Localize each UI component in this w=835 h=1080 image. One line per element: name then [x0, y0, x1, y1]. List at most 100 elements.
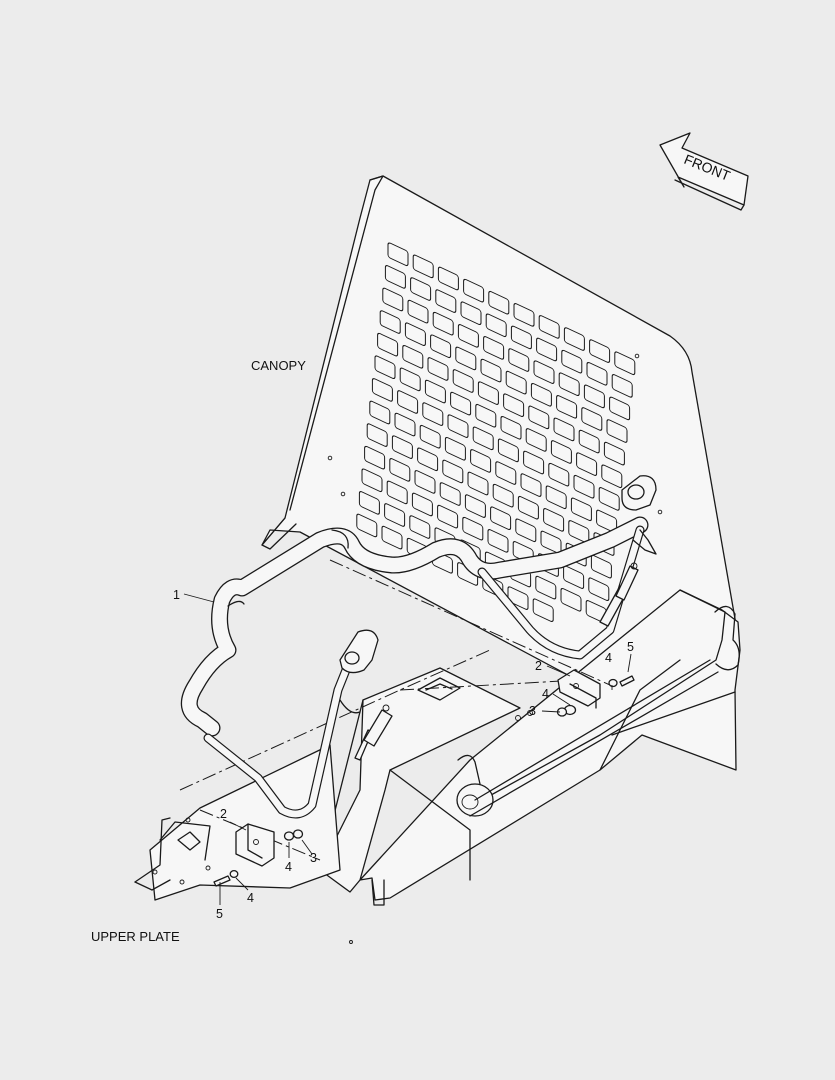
mesh-opening	[414, 470, 436, 494]
mesh-opening	[411, 492, 433, 517]
centerlines	[179, 559, 611, 861]
fasteners-left	[213, 823, 304, 887]
mesh-opening	[553, 417, 575, 442]
mesh-opening	[588, 577, 610, 602]
mesh-opening	[472, 426, 494, 451]
mesh-opening	[596, 509, 618, 534]
mesh-opening	[384, 265, 406, 289]
mesh-opening	[558, 372, 580, 397]
mesh-opening	[611, 374, 633, 398]
grab-bar	[180, 475, 657, 819]
mesh-opening	[523, 450, 545, 475]
mesh-opening	[556, 395, 578, 419]
mesh-opening	[387, 242, 409, 267]
mesh-opening	[589, 339, 611, 363]
mesh-opening	[444, 436, 466, 461]
callout-4-left-b: 4	[247, 891, 254, 905]
callout-4-left-a: 4	[285, 860, 292, 874]
mesh-opening	[497, 438, 519, 463]
canopy-label: CANOPY	[251, 358, 306, 373]
mesh-opening	[528, 405, 550, 430]
mesh-opening	[437, 504, 459, 529]
mesh-opening	[609, 396, 631, 421]
mesh-opening	[427, 357, 449, 381]
mesh-opening	[560, 587, 582, 612]
mesh-opening	[437, 266, 459, 291]
mesh-opening	[543, 508, 565, 532]
mesh-opening	[386, 480, 408, 505]
mesh-opening	[535, 575, 557, 600]
callout-1: 1	[173, 588, 180, 602]
mesh-opening	[439, 482, 461, 506]
mesh-opening	[487, 529, 509, 553]
mesh-opening	[417, 447, 439, 472]
mesh-opening	[475, 403, 497, 428]
mesh-opening	[412, 254, 434, 279]
mesh-opening	[581, 407, 603, 431]
fasteners-right	[556, 669, 635, 717]
mesh-opening	[382, 287, 404, 312]
mesh-opening	[407, 299, 429, 324]
mesh-opening	[507, 586, 529, 610]
mesh-opening	[371, 378, 393, 402]
mesh-opening	[563, 327, 585, 351]
mesh-opening	[366, 423, 388, 447]
mesh-opening	[389, 458, 411, 482]
mesh-opening	[394, 412, 416, 437]
mesh-opening	[435, 289, 457, 313]
mesh-opening	[500, 415, 522, 440]
mesh-opening	[364, 445, 386, 470]
mesh-opening	[410, 277, 432, 301]
mesh-opening	[495, 461, 517, 485]
mesh-opening	[381, 525, 403, 550]
mesh-opening	[442, 459, 464, 484]
mesh-opening	[488, 290, 510, 315]
mesh-opening	[508, 348, 530, 372]
mesh-opening	[517, 495, 539, 520]
mesh-opening	[563, 565, 585, 589]
callout-5-right: 5	[627, 640, 634, 654]
mesh-opening	[578, 429, 600, 454]
mesh-opening	[583, 384, 605, 409]
mesh-opening	[513, 303, 535, 327]
mesh-opening	[477, 381, 499, 405]
mesh-opening	[356, 513, 378, 538]
mesh-opening	[424, 379, 446, 404]
mesh-opening	[601, 464, 623, 489]
mesh-opening	[404, 322, 426, 347]
mesh-opening	[409, 515, 431, 539]
mesh-opening	[545, 485, 567, 510]
callout-3-left: 3	[310, 851, 317, 865]
mesh-opening	[576, 452, 598, 476]
mesh-opening	[480, 358, 502, 383]
mesh-opening	[614, 351, 636, 376]
mesh-opening	[462, 516, 484, 541]
mesh-opening	[358, 491, 380, 515]
mesh-opening	[586, 361, 608, 386]
mesh-opening	[384, 503, 406, 527]
mesh-opening	[598, 487, 620, 511]
upper-plate	[134, 589, 741, 944]
mesh-opening	[573, 474, 595, 499]
mesh-opening	[532, 598, 554, 623]
mesh-opening	[538, 315, 560, 339]
mesh-opening	[490, 506, 512, 531]
mesh-opening	[483, 336, 505, 360]
mesh-opening	[470, 449, 492, 473]
mesh-opening	[430, 334, 452, 359]
callout-2-right: 2	[535, 659, 542, 673]
mesh-opening	[505, 370, 527, 395]
mesh-opening	[525, 428, 547, 452]
mesh-opening	[603, 441, 625, 466]
mesh-opening	[377, 332, 399, 357]
mesh-opening	[590, 554, 612, 579]
mesh-opening	[399, 367, 421, 392]
mesh-opening	[492, 483, 514, 508]
mesh-opening	[530, 382, 552, 407]
mesh-opening	[464, 494, 486, 518]
mesh-opening	[450, 391, 472, 416]
mesh-opening	[485, 313, 507, 338]
mesh-opening	[369, 400, 391, 425]
mesh-opening	[548, 462, 570, 487]
mesh-opening	[379, 310, 401, 334]
